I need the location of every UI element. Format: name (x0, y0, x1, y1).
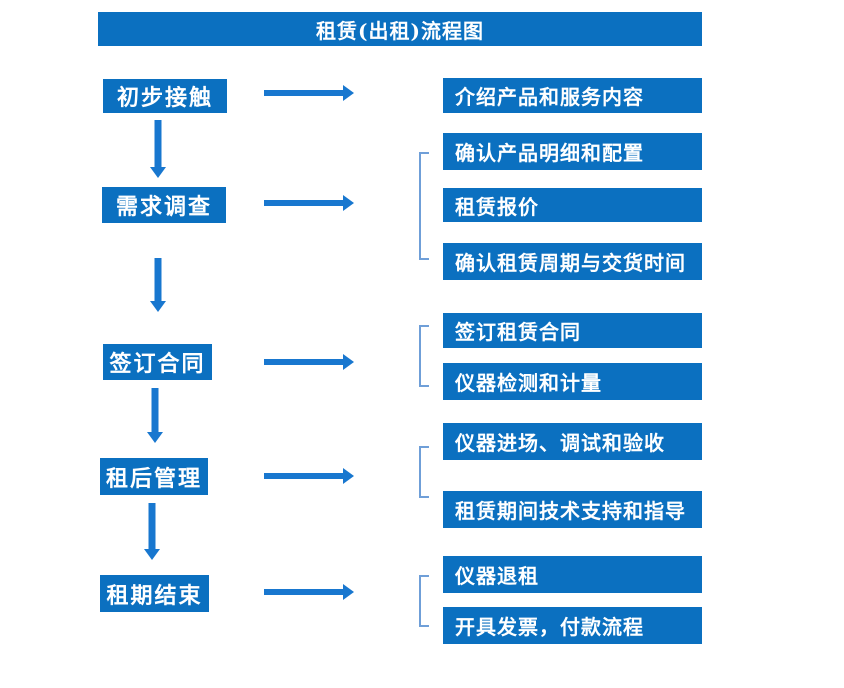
arrow-head (343, 195, 354, 211)
step-box-sign-contract: 签订合同 (103, 344, 212, 380)
output-box-introduce-products-services: 介绍产品和服务内容 (443, 78, 702, 113)
output-box-confirm-product-details: 确认产品明细和配置 (443, 133, 702, 170)
arrow-right-icon (264, 85, 354, 101)
arrow-shaft (264, 473, 344, 479)
arrow-head (150, 167, 166, 178)
output-box-confirm-period-delivery: 确认租赁周期与交货时间 (443, 243, 702, 280)
output-box-instrument-return: 仪器退租 (443, 556, 702, 593)
flowchart-title: 租赁(出租)流程图 (98, 12, 702, 46)
step-box-lease-end: 租期结束 (100, 575, 209, 612)
arrow-shaft (154, 120, 162, 168)
output-box-technical-support: 租赁期间技术支持和指导 (443, 491, 702, 528)
arrow-right-icon (264, 354, 354, 370)
step-box-initial-contact: 初步接触 (103, 79, 227, 113)
arrow-right-icon (264, 195, 354, 211)
arrow-head (343, 85, 354, 101)
step-box-demand-survey: 需求调查 (102, 187, 226, 223)
arrow-right-icon (264, 468, 354, 484)
arrow-down-icon (147, 388, 163, 443)
output-box-sign-rental-contract: 签订租赁合同 (443, 313, 702, 348)
arrow-shaft (264, 200, 344, 206)
arrow-head (150, 301, 166, 312)
group-bracket (419, 575, 429, 627)
arrow-down-icon (150, 258, 166, 312)
output-box-invoice-payment: 开具发票，付款流程 (443, 607, 702, 644)
arrow-shaft (264, 90, 344, 96)
group-bracket (419, 446, 429, 498)
arrow-down-icon (150, 120, 166, 178)
arrow-head (343, 468, 354, 484)
arrow-head (147, 432, 163, 443)
arrow-head (343, 354, 354, 370)
arrow-shaft (264, 589, 344, 595)
step-box-post-rental-management: 租后管理 (100, 458, 208, 495)
arrow-shaft (264, 359, 344, 365)
arrow-shaft (154, 258, 162, 302)
output-box-instrument-testing: 仪器检测和计量 (443, 363, 702, 400)
output-box-instrument-setup-acceptance: 仪器进场、调试和验收 (443, 423, 702, 460)
arrow-head (144, 549, 160, 560)
arrow-shaft (148, 503, 156, 550)
output-box-rental-quotation: 租赁报价 (443, 188, 702, 222)
arrow-right-icon (264, 584, 354, 600)
group-bracket (419, 152, 429, 260)
arrow-down-icon (144, 503, 160, 560)
arrow-shaft (151, 388, 159, 433)
arrow-head (343, 584, 354, 600)
group-bracket (419, 325, 429, 387)
